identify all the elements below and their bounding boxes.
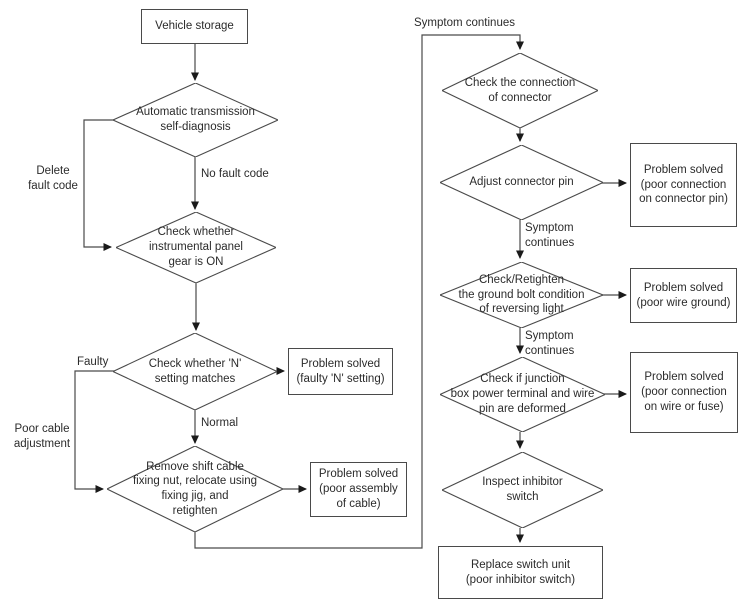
diamond-shape [116, 212, 276, 283]
diamond-shape [442, 452, 603, 528]
terminal-solved-pin-label: Problem solved (poor connection on conne… [639, 163, 728, 206]
edge-symptom-continues-crossover [194, 34, 524, 549]
terminal-solved-n-setting: Problem solved (faulty 'N' setting) [288, 348, 393, 395]
edge-label-symptom-continues-top: Symptom continues [414, 17, 515, 29]
decision-connection-connector-label: Check the connection of connector [464, 76, 576, 104]
decision-ground-bolt: Check/Retighten the ground bolt conditio… [440, 262, 603, 328]
decision-junction-box-label: Check if junction box power terminal and… [450, 373, 595, 415]
edge-label-faulty: Faulty [77, 356, 109, 368]
edge-label-no-fault-code: No fault code [201, 168, 269, 180]
decision-connection-connector: Check the connection of connector [442, 53, 598, 128]
decision-n-setting: Check whether 'N' setting matches [113, 333, 277, 410]
diamond-shape [113, 333, 277, 410]
edge-label-symptom-continues-1: Symptom continues [525, 222, 575, 249]
decision-adjust-pin-label: Adjust connector pin [469, 176, 574, 189]
edge-label-normal: Normal [201, 417, 239, 429]
diamond-shape [440, 262, 603, 328]
terminal-replace-switch: Replace switch unit (poor inhibitor swit… [438, 546, 603, 599]
decision-panel-gear: Check whether instrumental panel gear is… [116, 212, 276, 283]
terminal-solved-wire-fuse: Problem solved (poor connection on wire … [630, 352, 738, 433]
edge-delete-fault-code-loop [83, 119, 114, 251]
edge-poor-cable-loop [74, 370, 114, 493]
process-vehicle-storage: Vehicle storage [141, 9, 248, 44]
terminal-solved-ground-label: Problem solved (poor wire ground) [636, 281, 731, 309]
decision-self-diagnosis: Automatic transmission self-diagnosis [113, 83, 278, 157]
decision-shift-cable-label: Remove shift cable fixing nut, relocate … [132, 460, 258, 517]
decision-shift-cable: Remove shift cable fixing nut, relocate … [107, 446, 283, 532]
terminal-solved-n-setting-label: Problem solved (faulty 'N' setting) [296, 357, 385, 385]
process-vehicle-storage-label: Vehicle storage [155, 20, 234, 33]
edge-label-symptom-continues-2: Symptom continues [525, 330, 575, 357]
decision-ground-bolt-label: Check/Retighten the ground bolt conditio… [458, 273, 585, 316]
decision-inspect-inhibitor-label: Inspect inhibitor switch [482, 476, 563, 503]
terminal-solved-ground: Problem solved (poor wire ground) [630, 268, 737, 323]
decision-self-diagnosis-label: Automatic transmission self-diagnosis [136, 106, 255, 133]
decision-panel-gear-label: Check whether instrumental panel gear is… [149, 226, 243, 268]
diamond-shape [442, 53, 598, 128]
decision-inspect-inhibitor: Inspect inhibitor switch [442, 452, 603, 528]
terminal-solved-pin: Problem solved (poor connection on conne… [630, 143, 737, 227]
decision-n-setting-label: Check whether 'N' setting matches [148, 357, 242, 385]
terminal-replace-switch-label: Replace switch unit (poor inhibitor swit… [465, 558, 576, 586]
edge-label-delete-fault-code: Delete fault code [28, 165, 78, 192]
diamond-shape [113, 83, 278, 157]
edge-label-poor-cable: Poor cable adjustment [13, 423, 71, 450]
diamond-shape [440, 145, 603, 220]
diamond-shape [107, 446, 283, 532]
terminal-solved-cable-label: Problem solved (poor assembly of cable) [318, 468, 399, 510]
terminal-solved-cable: Problem solved (poor assembly of cable) [310, 462, 407, 517]
decision-junction-box: Check if junction box power terminal and… [440, 357, 605, 432]
terminal-solved-wire-fuse-label: Problem solved (poor connection on wire … [641, 371, 727, 413]
diamond-shape [440, 357, 605, 432]
decision-adjust-pin: Adjust connector pin [440, 145, 603, 220]
